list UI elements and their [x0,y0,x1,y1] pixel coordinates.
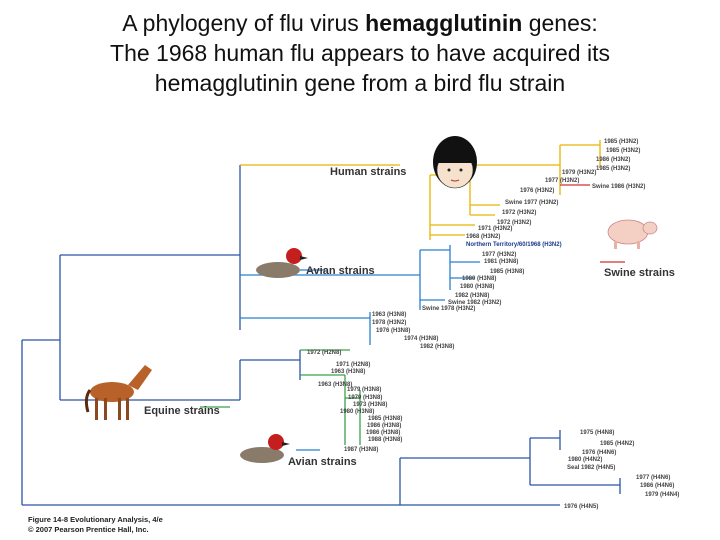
leaf: 1988 (H3N8) [368,437,402,443]
leaf: 1972 (H3N2) [502,210,536,216]
leaf: 1978 (H3N2) [372,320,406,326]
label-avian-strains-1: Avian strains [306,265,375,277]
caption-line-1: Figure 14-8 Evolutionary Analysis, 4/e [28,515,163,524]
leaf: 1986 (H3N8) [367,423,401,429]
title-line-1-bold: hemagglutinin [365,10,523,36]
avian1-leaves: 1977 (H3N2) 1981 (H3N8) 1985 (H3N8) 1980… [422,252,524,312]
leaf: 1985 (H4N2) [600,441,634,447]
duck-icon-1 [256,248,308,278]
human-leaves: 1985 (H3N2) 1985 (H3N2) 1986 (H3N2) 1985… [466,139,645,248]
leaf: Swine 1982 (H3N2) [448,300,501,306]
label-equine-strains: Equine strains [144,405,220,417]
leaf: 1963 (H3N8) [372,312,406,318]
avian2-leaves: 1975 (H4N8) 1985 (H4N2) 1976 (H4N6) 1980… [564,430,679,510]
leaf: Swine 1978 (H3N2) [422,306,475,312]
leaf: 1976 (H3N2) [520,188,554,194]
leaf: 1975 (H4N8) [580,430,614,436]
leaf: 1979 (H3N8) [348,395,382,401]
leaf: 1972 (H3N2) [497,220,531,226]
equine-lines [200,349,361,445]
leaf: 1979 (H3N2) [562,170,596,176]
leaf: 1985 (H3N2) [606,148,640,154]
leaf: Seal 1982 (H4N5) [567,465,615,471]
leaf: 1976 (H4N6) [582,450,616,456]
leaf: 1972 (H2N8) [307,350,341,356]
leaf: 1980 (H4N2) [568,457,602,463]
leaf: 1971 (H2N8) [336,362,370,368]
leaf: 1971 (H3N2) [478,226,512,232]
leaf: 1985 (H3N2) [604,139,638,145]
title-line-2: The 1968 human flu appears to have acqui… [110,40,610,66]
leaf: 1968 (H3N2) [466,234,500,240]
leaf: 1974 (H3N8) [404,336,438,342]
leaf: 1985 (H3N2) [596,166,630,172]
leaf: 1963 (H3N8) [331,369,365,375]
leaf: 1982 (H3N8) [420,344,454,350]
label-human-strains: Human strains [330,166,406,178]
title-line-3: hemagglutinin gene from a bird flu strai… [154,70,566,96]
leaf: 1985 (H3N8) [490,269,524,275]
tree-backbone [21,165,621,506]
leaf: Swine 1977 (H3N2) [505,200,558,206]
leaf: 1979 (H4N4) [645,492,679,498]
leaf: 1982 (H3N8) [455,293,489,299]
human-face-icon [433,136,477,189]
leaf: Swine 1986 (H3N2) [592,184,645,190]
leaf: 1973 (H3N8) [353,402,387,408]
title-line-1: A phylogeny of flu virus hemagglutinin g… [0,8,720,38]
swine-lines [560,184,625,263]
leaf-northern-territory: Northern Territory/60/1968 (H3N2) [466,242,562,248]
leaf: 1976 (H4N5) [564,504,598,510]
leaf: 1986 (H3N8) [366,430,400,436]
leaf: 1986 (H4N6) [640,483,674,489]
leaf: 1963 (H3N8) [318,382,352,388]
leaf: 1977 (H4N6) [636,475,670,481]
title-line-1-pre: A phylogeny of flu virus [122,10,366,36]
human-clade-lines [240,140,601,240]
caption-line-2: © 2007 Pearson Prentice Hall, Inc. [28,525,149,534]
leaf: 1977 (H3N2) [482,252,516,258]
label-avian-strains-2: Avian strains [288,456,357,468]
leaf: 1976 (H3N8) [376,328,410,334]
mid-leaves: 1963 (H3N8) 1978 (H3N2) 1976 (H3N8) 1974… [372,312,454,350]
leaf: 1977 (H3N2) [545,178,579,184]
leaf: 1987 (H3N8) [344,447,378,453]
label-swine-strains: Swine strains [604,267,675,279]
avian1-lines [240,245,480,345]
title-line-1-post: genes: [522,10,598,36]
leaf: 1980 (H3N8) [460,284,494,290]
horse-icon [84,365,152,420]
leaf: 1980 (H3N8) [340,409,374,415]
figure-caption: Figure 14-8 Evolutionary Analysis, 4/e ©… [28,515,163,535]
equine-leaves: 1972 (H2N8) 1971 (H2N8) 1963 (H3N8) 1963… [307,350,402,453]
pig-icon [607,219,658,249]
leaf: 1981 (H3N8) [484,259,518,265]
leaf: 1986 (H3N2) [596,157,630,163]
leaf: 1980 (H3N8) [462,276,496,282]
slide-title: A phylogeny of flu virus hemagglutinin g… [0,8,720,98]
leaf: 1985 (H3N8) [368,416,402,422]
leaf: 1979 (H3N8) [347,387,381,393]
duck-icon-2 [240,434,290,463]
